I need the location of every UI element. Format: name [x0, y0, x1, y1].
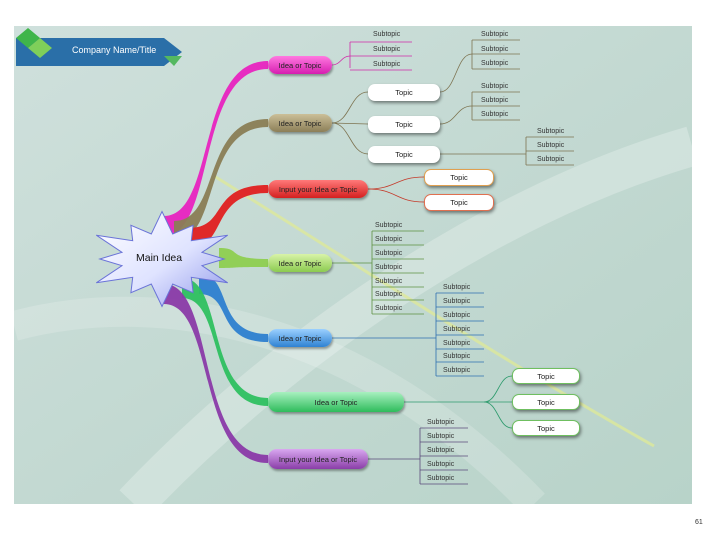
- branch-7-subtopic[interactable]: Subtopic: [427, 419, 455, 426]
- branch-2-topic[interactable]: Topic: [368, 116, 440, 133]
- branch-5-subtopic[interactable]: Subtopic: [443, 326, 471, 333]
- branch-3-topic[interactable]: Topic: [424, 194, 494, 211]
- branch-7-subtopic[interactable]: Subtopic: [427, 475, 455, 482]
- branch-1-subtopic[interactable]: Subtopic: [373, 46, 401, 53]
- branch-2-pill[interactable]: Idea or Topic: [268, 114, 332, 132]
- branch-5-subtopic[interactable]: Subtopic: [443, 367, 471, 374]
- branch-5-connector: [199, 274, 268, 342]
- branch-1-connector: [164, 61, 268, 236]
- branch-5-subtopic[interactable]: Subtopic: [443, 284, 471, 291]
- branch-2-connector: [174, 119, 268, 241]
- mind-map-drawing: [14, 26, 692, 504]
- branch-6-pill[interactable]: Idea or Topic: [268, 392, 404, 412]
- branch-2-topic[interactable]: Topic: [368, 146, 440, 163]
- branch-4-subtopic[interactable]: Subtopic: [375, 222, 403, 229]
- main-idea-starburst[interactable]: [96, 210, 228, 308]
- connector-curve: [483, 401, 513, 429]
- branch-4-pill[interactable]: Idea or Topic: [268, 254, 332, 272]
- branch-6-topic[interactable]: Topic: [512, 420, 580, 436]
- branch-7-pill[interactable]: Input your Idea or Topic: [268, 449, 368, 469]
- connector-line: [331, 122, 369, 125]
- topic-subtopic[interactable]: Subtopic: [537, 128, 565, 135]
- branch-4-subtopic[interactable]: Subtopic: [375, 291, 403, 298]
- connector-curve: [367, 176, 425, 190]
- branch-4-subtopic[interactable]: Subtopic: [375, 305, 403, 312]
- connector-curve: [439, 53, 473, 93]
- connector-curve: [331, 55, 351, 66]
- topic-subtopic[interactable]: Subtopic: [481, 111, 509, 118]
- topic-subtopic[interactable]: Subtopic: [481, 46, 509, 53]
- topic-subtopic[interactable]: Subtopic: [537, 142, 565, 149]
- banner-corner-icon: [164, 56, 182, 66]
- branch-5-subtopic[interactable]: Subtopic: [443, 340, 471, 347]
- branch-3-topic[interactable]: Topic: [424, 169, 494, 186]
- branch-4-connector: [219, 248, 268, 268]
- main-idea-label: Main Idea: [136, 252, 183, 264]
- branch-3-pill[interactable]: Input your Idea or Topic: [268, 180, 368, 198]
- branch-7-subtopic[interactable]: Subtopic: [427, 433, 455, 440]
- branch-5-subtopic[interactable]: Subtopic: [443, 353, 471, 360]
- connector-curve: [439, 105, 473, 125]
- branch-5-pill[interactable]: Idea or Topic: [268, 329, 332, 347]
- branch-6-topic[interactable]: Topic: [512, 368, 580, 384]
- topic-subtopic[interactable]: Subtopic: [481, 31, 509, 38]
- page-number: 61: [695, 519, 703, 526]
- topic-subtopic[interactable]: Subtopic: [481, 83, 509, 90]
- branch-6-topic[interactable]: Topic: [512, 394, 580, 410]
- branch-5-subtopic[interactable]: Subtopic: [443, 312, 471, 319]
- branch-4-subtopic[interactable]: Subtopic: [375, 278, 403, 285]
- company-title[interactable]: Company Name/Title: [72, 45, 157, 55]
- title-banner: [16, 38, 182, 66]
- branch-4-subtopic[interactable]: Subtopic: [375, 236, 403, 243]
- topic-subtopic[interactable]: Subtopic: [481, 97, 509, 104]
- branch-7-connector: [164, 284, 268, 463]
- branch-1-subtopic[interactable]: Subtopic: [373, 61, 401, 68]
- branch-4-subtopic[interactable]: Subtopic: [375, 264, 403, 271]
- branch-3-connector: [189, 185, 268, 248]
- connector-curve: [483, 375, 513, 403]
- branch-6-connector: [182, 278, 268, 406]
- branch-1-pill[interactable]: Idea or Topic: [268, 56, 332, 74]
- banner-diamond-icon: [28, 38, 52, 58]
- connector-curve: [331, 91, 369, 124]
- topic-subtopic[interactable]: Subtopic: [481, 60, 509, 67]
- branch-1-subtopic[interactable]: Subtopic: [373, 31, 401, 38]
- branch-2-topic[interactable]: Topic: [368, 84, 440, 101]
- branch-4-subtopic[interactable]: Subtopic: [375, 250, 403, 257]
- connector-curve: [367, 188, 425, 203]
- connector-curve: [331, 122, 369, 155]
- topic-subtopic[interactable]: Subtopic: [537, 156, 565, 163]
- branch-7-subtopic[interactable]: Subtopic: [427, 461, 455, 468]
- branch-7-subtopic[interactable]: Subtopic: [427, 447, 455, 454]
- slide-canvas: Company Name/Title Main Idea Idea or Top…: [14, 26, 692, 504]
- branch-5-subtopic[interactable]: Subtopic: [443, 298, 471, 305]
